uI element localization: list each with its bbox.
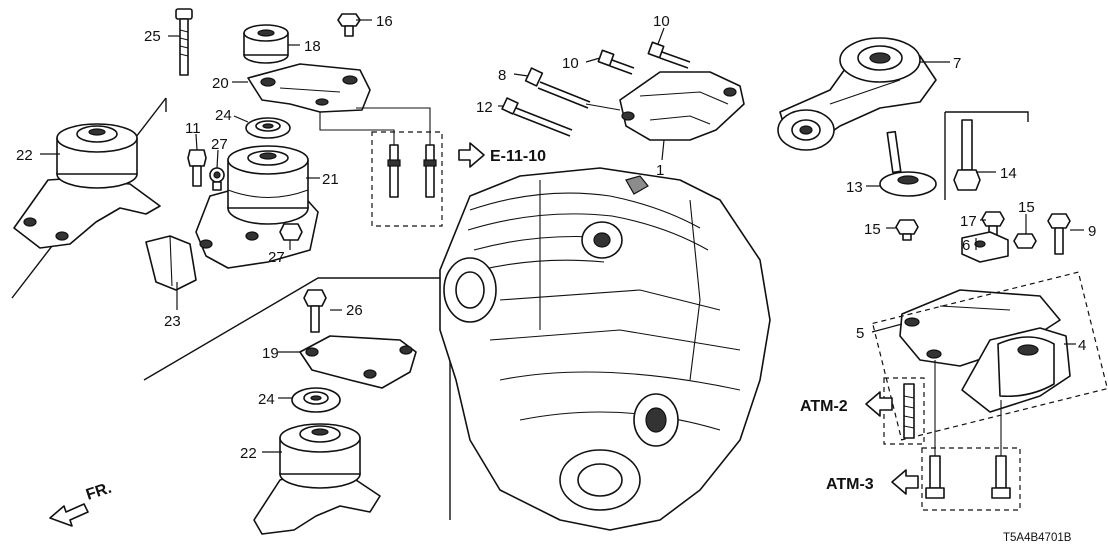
callout-5: 5 (856, 325, 864, 342)
callout-24-upper: 24 (215, 107, 232, 124)
engine-mount-21 (195, 145, 319, 269)
front-label: FR. (84, 480, 114, 504)
bolt-10-right (647, 41, 691, 69)
callout-23: 23 (164, 313, 181, 330)
atm2-label[interactable]: ATM-2 (800, 398, 848, 415)
callout-19: 19 (262, 345, 279, 362)
callout-26: 26 (346, 302, 363, 319)
stud-lead (319, 112, 395, 145)
washer-24-lower (291, 387, 341, 413)
nut-16 (337, 13, 361, 37)
callout-9: 9 (1088, 223, 1096, 240)
bracket-1 (619, 71, 745, 141)
callout-22-lower: 22 (240, 445, 257, 462)
mount-22-upper (13, 123, 161, 249)
lower-section-frame (143, 277, 451, 520)
callout-11: 11 (185, 120, 201, 137)
callout-27-lower: 27 (268, 249, 285, 266)
callout-7: 7 (953, 55, 961, 72)
callout-24-lower: 24 (258, 391, 275, 408)
atm2-arrow (865, 391, 893, 417)
mount-22-lower (253, 423, 381, 535)
engine-ref-arrow (458, 142, 485, 168)
callout-4: 4 (1078, 337, 1086, 354)
stud-box (371, 131, 443, 227)
bushing-18 (243, 24, 289, 64)
front-arrow (49, 503, 89, 527)
callout-15-left: 15 (864, 221, 881, 238)
bracket-19 (299, 335, 417, 389)
mount-4 (961, 327, 1071, 413)
bolt-11 (187, 149, 207, 187)
bolt-13 (879, 130, 937, 197)
bolt-26 (303, 289, 327, 333)
mount-4-box (871, 271, 1108, 441)
callout-10-left: 10 (562, 55, 579, 72)
callout-10-right: 10 (653, 13, 670, 30)
callout-6: 6 (962, 237, 970, 254)
callout-22-upper: 22 (16, 147, 33, 164)
diagram-code: T5A4B4701B (1003, 532, 1072, 544)
bracket-20 (247, 63, 371, 113)
stopper-23 (145, 235, 197, 291)
block-6 (961, 231, 1009, 263)
atm3-arrow (891, 469, 919, 495)
bolt-8-lead (585, 103, 621, 111)
torque-rod-7 (777, 37, 937, 151)
bolt-12 (501, 97, 573, 137)
callout-8: 8 (498, 67, 506, 84)
bolt-27-upper (209, 167, 225, 191)
bolt-8 (524, 67, 591, 109)
bolts-atm3 (925, 455, 1011, 499)
atm3-bolt-box (921, 447, 1021, 511)
callout-21: 21 (322, 171, 339, 188)
engine-transmission-assembly (439, 167, 771, 531)
right-section-frame (945, 111, 1029, 122)
bolt-10-left (597, 49, 635, 75)
callout-15-right: 15 (1018, 199, 1035, 216)
stud-atm2 (903, 383, 915, 439)
atm3-label[interactable]: ATM-3 (826, 476, 874, 493)
engine-ref-label[interactable]: E-11-10 (490, 148, 546, 165)
callout-16: 16 (376, 13, 393, 30)
callout-17: 17 (960, 213, 977, 230)
bolt-27-lower (279, 223, 303, 241)
bolt-9 (1047, 213, 1071, 255)
leader-lines (40, 19, 1084, 453)
washer-24 (245, 117, 291, 139)
callout-1: 1 (656, 162, 664, 179)
callout-20: 20 (212, 75, 229, 92)
stud-lead-2 (356, 107, 431, 145)
callout-25: 25 (144, 28, 161, 45)
callout-13: 13 (846, 179, 863, 196)
stud-pair (387, 144, 437, 198)
atm2-stud-box (883, 377, 925, 445)
callout-18: 18 (304, 38, 321, 55)
callout-27-upper: 27 (211, 136, 228, 153)
nut-15-left (895, 219, 919, 241)
bolt-25 (175, 8, 193, 76)
callout-12: 12 (476, 99, 493, 116)
callout-14: 14 (1000, 165, 1017, 182)
nut-15-right (1013, 233, 1037, 249)
bolt-14 (953, 119, 981, 191)
